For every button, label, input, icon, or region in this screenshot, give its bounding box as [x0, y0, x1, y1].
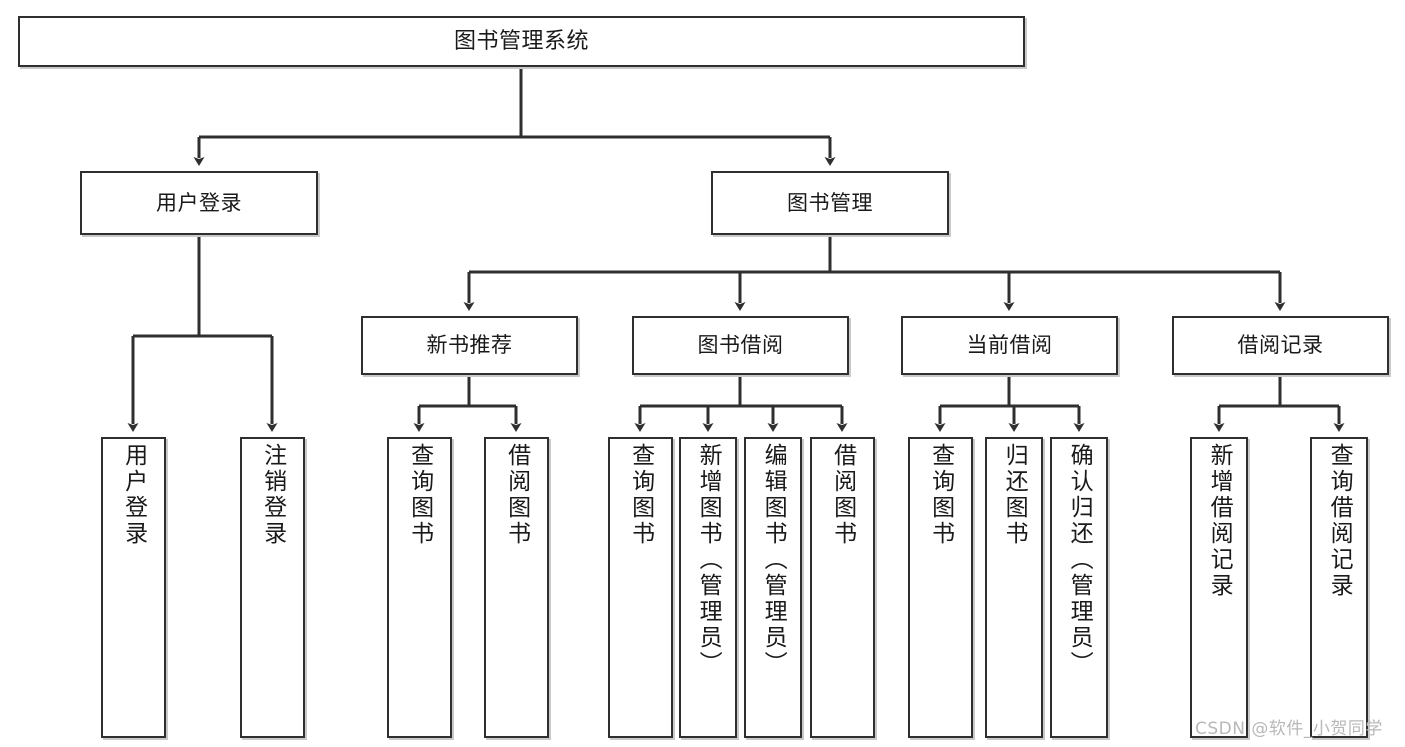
node-label: 查询图书: [627, 443, 654, 547]
node-leaf-query-book-1[interactable]: 查询图书: [387, 437, 452, 738]
node-label: 当前借阅: [966, 333, 1053, 358]
node-label: 用户登录: [120, 443, 147, 547]
node-label: 编辑图书（管理员）: [760, 443, 787, 677]
node-label: 借阅图书: [503, 443, 530, 547]
node-label: 新增借阅记录: [1206, 443, 1233, 599]
node-leaf-edit-book[interactable]: 编辑图书（管理员）: [744, 437, 802, 738]
node-leaf-logout[interactable]: 注销登录: [240, 437, 305, 738]
node-leaf-confirm-return[interactable]: 确认归还（管理员）: [1050, 437, 1108, 738]
node-user-login[interactable]: 用户登录: [80, 171, 318, 235]
csdn-watermark: CSDN @软件_小贺同学: [1195, 719, 1383, 739]
node-label: 借阅记录: [1237, 333, 1324, 358]
node-leaf-query-record[interactable]: 查询借阅记录: [1310, 437, 1368, 738]
node-current-borrow[interactable]: 当前借阅: [901, 316, 1118, 375]
node-book-manage[interactable]: 图书管理: [711, 171, 949, 235]
node-label: 注销登录: [259, 443, 286, 547]
node-label: 新增图书（管理员）: [695, 443, 722, 677]
node-label: 借阅图书: [829, 443, 856, 547]
node-label: 查询图书: [406, 443, 433, 547]
node-label: 图书管理: [787, 190, 873, 215]
node-label: 查询借阅记录: [1326, 443, 1353, 599]
node-label: 新书推荐: [426, 333, 513, 358]
node-book-borrow[interactable]: 图书借阅: [632, 316, 849, 375]
node-leaf-borrow-book-1[interactable]: 借阅图书: [484, 437, 549, 738]
node-label: 归还图书: [1001, 443, 1028, 547]
node-label: 图书借阅: [697, 333, 784, 358]
node-root-system[interactable]: 图书管理系统: [18, 16, 1025, 67]
node-leaf-query-book-3[interactable]: 查询图书: [908, 437, 973, 738]
node-leaf-borrow-book-2[interactable]: 借阅图书: [810, 437, 875, 738]
node-leaf-return-book[interactable]: 归还图书: [985, 437, 1043, 738]
node-label: 图书管理系统: [453, 28, 589, 54]
node-leaf-add-book[interactable]: 新增图书（管理员）: [679, 437, 737, 738]
node-leaf-query-book-2[interactable]: 查询图书: [608, 437, 673, 738]
node-leaf-add-record[interactable]: 新增借阅记录: [1190, 437, 1248, 738]
node-borrow-record[interactable]: 借阅记录: [1172, 316, 1389, 375]
node-label: 查询图书: [927, 443, 954, 547]
node-new-book-recommend[interactable]: 新书推荐: [361, 316, 578, 375]
node-label: 确认归还（管理员）: [1066, 443, 1093, 677]
node-label: 用户登录: [156, 190, 242, 215]
node-leaf-user-login[interactable]: 用户登录: [101, 437, 166, 738]
